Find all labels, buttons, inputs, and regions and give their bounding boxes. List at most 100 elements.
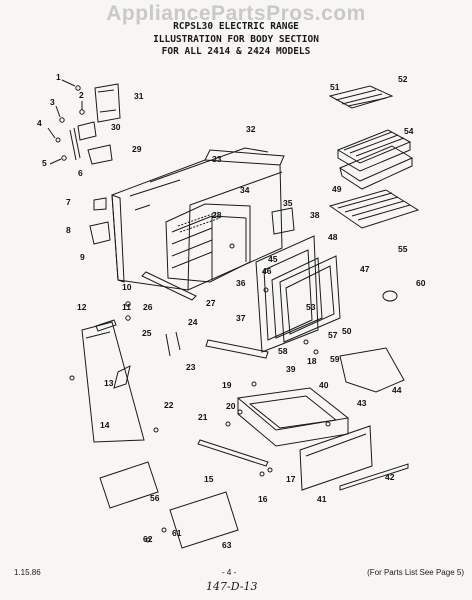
- footer-page-number: - 4 -: [222, 568, 237, 577]
- drawer-rail-42: [339, 463, 409, 491]
- callout-51: 51: [330, 82, 340, 92]
- panel-35: [271, 207, 295, 235]
- callout-37: 37: [236, 313, 246, 323]
- diagram-header: RCPSL30 ELECTRIC RANGE ILLUSTRATION FOR …: [0, 21, 472, 59]
- callout-4: 4: [37, 118, 42, 128]
- door-gasket-47: [279, 255, 341, 343]
- callout-1: 1: [56, 72, 61, 82]
- callout-39: 39: [286, 364, 296, 374]
- callout-6: 6: [78, 168, 83, 178]
- callout-62: 62: [143, 534, 153, 544]
- storage-drawer-40: [236, 387, 350, 447]
- side-panel-14: [81, 321, 145, 443]
- broiler-grid-54: [336, 129, 412, 172]
- callout-17: 17: [286, 474, 296, 484]
- footer-parts-list-reference: (For Parts List See Page 5): [367, 568, 464, 577]
- callout-7: 7: [66, 197, 71, 207]
- callout-24: 24: [188, 317, 198, 327]
- handwritten-note: 147-D-13: [206, 580, 258, 593]
- callout-49: 49: [332, 184, 342, 194]
- light-bulb-60: [382, 290, 398, 302]
- callout-52: 52: [398, 74, 408, 84]
- callout-54: 54: [404, 126, 414, 136]
- callout-63: 63: [222, 540, 232, 550]
- callout-58: 58: [278, 346, 288, 356]
- bracket-29: [87, 144, 113, 165]
- callout-30: 30: [111, 122, 121, 132]
- hinge-bracket-31: [94, 83, 121, 123]
- screw-assemblies-left: [47, 79, 85, 165]
- callout-12: 12: [77, 302, 87, 312]
- kick-panel-63: [169, 491, 239, 549]
- callout-23: 23: [186, 362, 196, 372]
- footer-date: 1.15.86: [14, 568, 41, 577]
- hardware-screws: [69, 243, 331, 543]
- callout-15: 15: [204, 474, 214, 484]
- callout-31: 31: [134, 91, 144, 101]
- callout-28: 28: [212, 210, 222, 220]
- clip-part-7: [93, 197, 107, 211]
- header-title-line: ILLUSTRATION FOR BODY SECTION: [153, 33, 319, 45]
- callout-48: 48: [328, 232, 338, 242]
- oven-door-frame-37: [255, 235, 319, 353]
- callout-21: 21: [198, 412, 208, 422]
- callout-57: 57: [328, 330, 338, 340]
- callout-19: 19: [222, 380, 232, 390]
- callout-42: 42: [385, 472, 395, 482]
- callout-50: 50: [342, 326, 352, 336]
- callout-26: 26: [143, 302, 153, 312]
- callout-29: 29: [132, 144, 142, 154]
- callout-5: 5: [42, 158, 47, 168]
- callout-25: 25: [142, 328, 152, 338]
- callout-9: 9: [80, 252, 85, 262]
- tray-44: [339, 347, 405, 393]
- drawer-front-41: [299, 425, 373, 491]
- rear-bracket-26: [141, 271, 197, 301]
- kick-panel-56: [99, 461, 159, 509]
- broiler-pan-49: [338, 145, 414, 190]
- callout-55: 55: [398, 244, 408, 254]
- header-models-line: FOR ALL 2414 & 2424 MODELS: [161, 46, 311, 57]
- callout-3: 3: [50, 97, 55, 107]
- callout-44: 44: [392, 385, 402, 395]
- watermark: AppliancePartsPros.com: [106, 2, 366, 25]
- callout-43: 43: [357, 398, 367, 408]
- callout-35: 35: [283, 198, 293, 208]
- callout-47: 47: [360, 264, 370, 274]
- callout-41: 41: [317, 494, 327, 504]
- callout-53: 53: [306, 302, 316, 312]
- oven-liner-34: [165, 203, 251, 283]
- callout-46: 46: [262, 266, 272, 276]
- callout-11: 11: [122, 302, 131, 312]
- callout-27: 27: [206, 298, 216, 308]
- callout-40: 40: [319, 380, 329, 390]
- callout-16: 16: [258, 494, 268, 504]
- element-28: [177, 211, 221, 233]
- callout-56: 56: [150, 493, 160, 503]
- trim-12: [95, 319, 117, 332]
- oven-rack-55: [328, 189, 420, 229]
- callout-33: 33: [212, 154, 222, 164]
- slide-rail-15: [197, 439, 269, 467]
- door-glass-48: [271, 257, 323, 339]
- nameplate-13: [113, 365, 131, 389]
- callout-34: 34: [240, 185, 250, 195]
- callout-2: 2: [79, 90, 84, 100]
- callout-32: 32: [246, 124, 256, 134]
- callout-61: 61: [172, 528, 182, 538]
- bracket-30: [77, 121, 97, 141]
- callout-18: 18: [307, 356, 317, 366]
- callout-59: 59: [330, 354, 340, 364]
- callout-20: 20: [226, 401, 236, 411]
- callout-14: 14: [100, 420, 110, 430]
- callout-22: 22: [164, 400, 174, 410]
- callout-36: 36: [236, 278, 246, 288]
- callout-10: 10: [122, 282, 132, 292]
- toe-plate-39: [205, 339, 269, 359]
- callout-labels: 1 2 3 4 5 6 7 8 9 10 11 12 13 14 15 16 1…: [37, 72, 426, 550]
- bracket-8: [89, 221, 111, 245]
- header-model-line: RCPSL30 ELECTRIC RANGE: [173, 21, 299, 32]
- callout-45: 45: [268, 254, 278, 264]
- callout-8: 8: [66, 225, 71, 235]
